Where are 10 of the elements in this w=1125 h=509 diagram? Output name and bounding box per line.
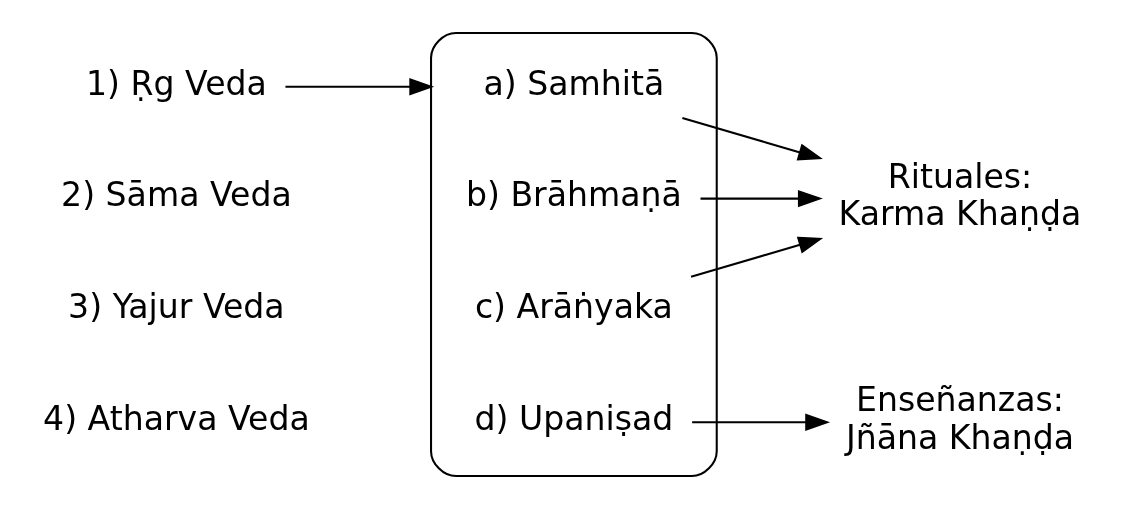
node-text: 4) Atharva Veda: [43, 399, 310, 439]
node-text: a) Samhitā: [483, 63, 665, 103]
node-text: b) Brāhmaṇā: [465, 175, 682, 215]
node-text: 3) Yajur Veda: [68, 287, 285, 327]
node-text: 2) Sāma Veda: [61, 175, 292, 215]
node-text: Enseñanzas: Jñāna Khaṇḍa: [845, 380, 1075, 457]
node-text: d) Upaniṣad: [474, 399, 674, 439]
node-text: Rituales: Karma Khaṇḍa: [838, 156, 1082, 234]
node-text: c) Arāṅyaka: [474, 287, 673, 327]
node-text: 1) Ṛg Veda: [86, 63, 267, 103]
